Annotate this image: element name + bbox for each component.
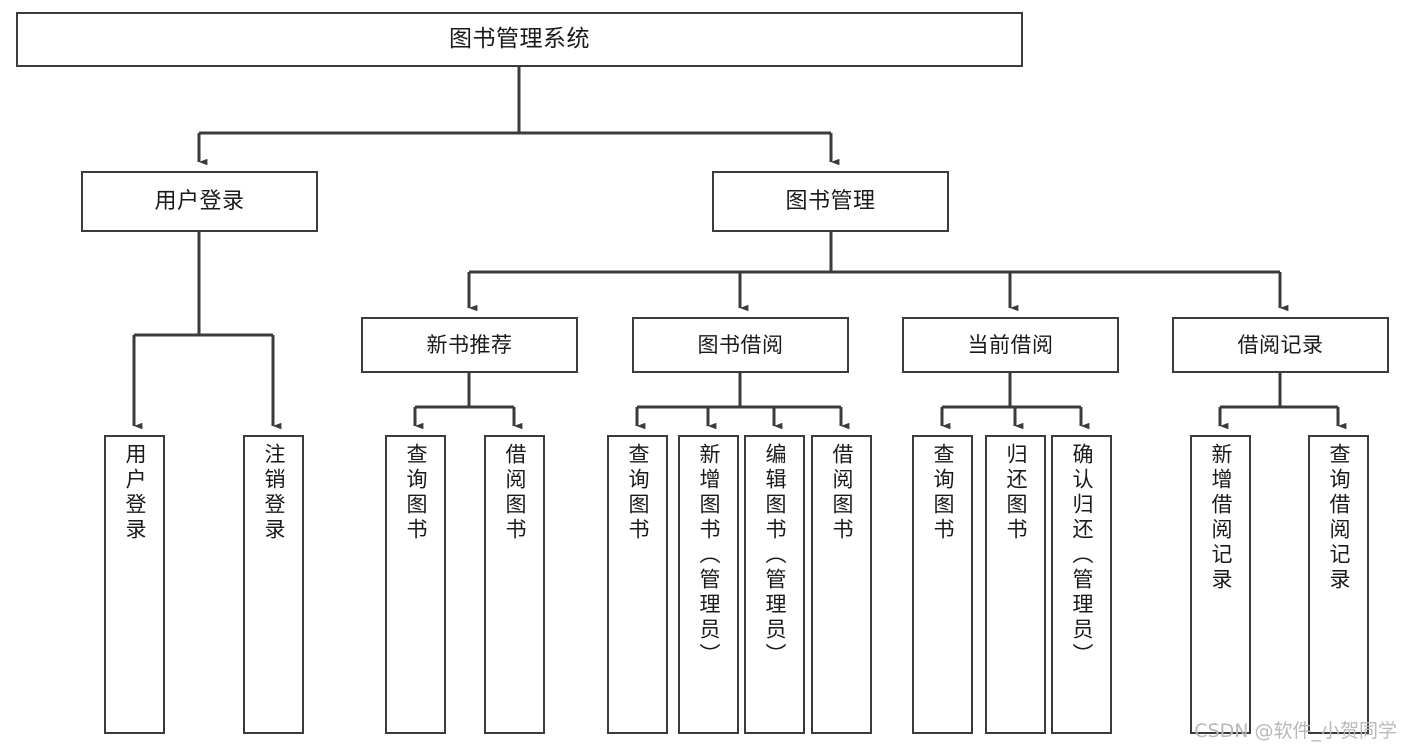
node-book-manage-label: 图书管理 [785, 188, 876, 214]
node-leaf-query-book-3[interactable]: 查询图书 [912, 435, 973, 734]
node-leaf-confirm-return-admin[interactable]: 确认归还（管理员） [1051, 435, 1112, 734]
node-leaf-logout[interactable]: 注销登录 [243, 435, 304, 734]
node-leaf-query-borrow-record-label: 查询借阅记录 [1327, 443, 1351, 593]
node-leaf-return-book[interactable]: 归还图书 [985, 435, 1046, 734]
node-root-label: 图书管理系统 [449, 25, 590, 52]
node-leaf-confirm-return-admin-label: 确认归还（管理员） [1070, 443, 1094, 668]
node-leaf-edit-book-admin[interactable]: 编辑图书（管理员） [744, 435, 805, 734]
node-user-login-label: 用户登录 [154, 188, 245, 214]
node-book-borrow-label: 图书借阅 [697, 332, 784, 357]
node-leaf-add-borrow-record-label: 新增借阅记录 [1209, 443, 1233, 593]
node-leaf-user-login[interactable]: 用户登录 [104, 435, 165, 734]
node-leaf-add-book-admin-label: 新增图书（管理员） [697, 443, 721, 668]
node-leaf-borrow-book-2-label: 借阅图书 [830, 443, 854, 543]
node-leaf-borrow-book-1[interactable]: 借阅图书 [484, 435, 545, 734]
node-leaf-edit-book-admin-label: 编辑图书（管理员） [763, 443, 787, 668]
csdn-watermark: CSDN @软件_小贺同学 [1194, 720, 1397, 742]
node-leaf-query-book-1-label: 查询图书 [404, 443, 428, 543]
node-new-book-recommend[interactable]: 新书推荐 [361, 317, 578, 373]
node-leaf-borrow-book-1-label: 借阅图书 [503, 443, 527, 543]
node-leaf-return-book-label: 归还图书 [1004, 443, 1028, 543]
node-leaf-query-book-2-label: 查询图书 [626, 443, 650, 543]
node-user-login[interactable]: 用户登录 [81, 171, 318, 232]
node-leaf-logout-label: 注销登录 [262, 443, 286, 543]
node-book-borrow[interactable]: 图书借阅 [632, 317, 849, 373]
node-root[interactable]: 图书管理系统 [16, 12, 1023, 67]
node-book-manage[interactable]: 图书管理 [712, 171, 949, 232]
node-current-borrow[interactable]: 当前借阅 [902, 317, 1119, 373]
node-leaf-add-book-admin[interactable]: 新增图书（管理员） [678, 435, 739, 734]
node-leaf-add-borrow-record[interactable]: 新增借阅记录 [1190, 435, 1251, 734]
node-borrow-record-label: 借阅记录 [1237, 332, 1324, 357]
node-leaf-query-book-1[interactable]: 查询图书 [385, 435, 446, 734]
node-new-book-recommend-label: 新书推荐 [426, 332, 513, 357]
node-leaf-user-login-label: 用户登录 [123, 443, 147, 543]
node-current-borrow-label: 当前借阅 [967, 332, 1054, 357]
node-borrow-record[interactable]: 借阅记录 [1172, 317, 1389, 373]
node-leaf-query-borrow-record[interactable]: 查询借阅记录 [1308, 435, 1369, 734]
node-leaf-query-book-2[interactable]: 查询图书 [607, 435, 668, 734]
node-leaf-query-book-3-label: 查询图书 [931, 443, 955, 543]
node-leaf-borrow-book-2[interactable]: 借阅图书 [811, 435, 872, 734]
